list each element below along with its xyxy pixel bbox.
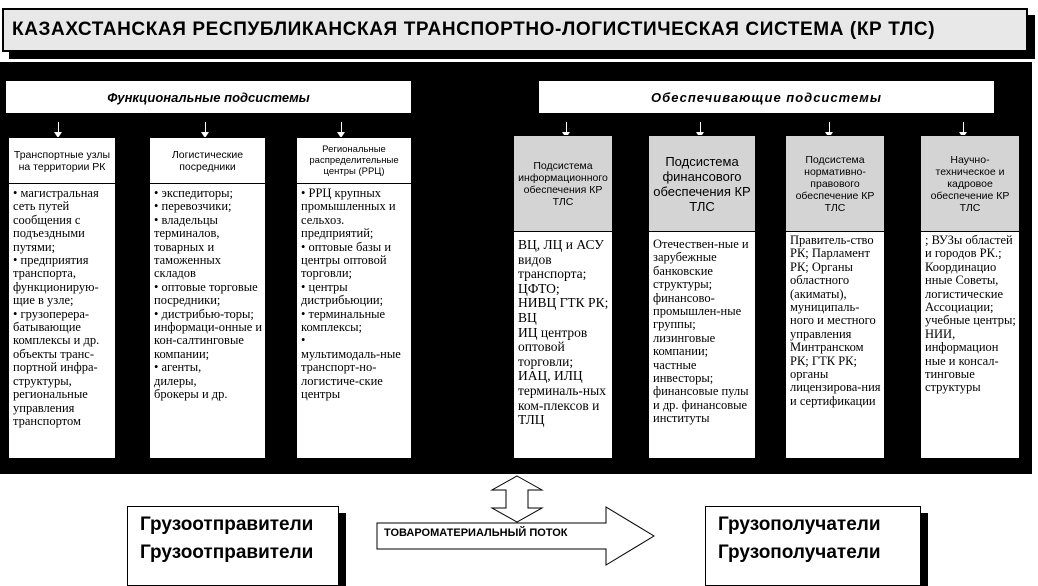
column-heading: Логистические посредники: [150, 138, 265, 184]
column-logistics-intermediaries: Логистические посредники • экспедиторы; …: [149, 137, 266, 459]
column-heading: Подсистема финансового обеспечения КР ТЛ…: [649, 136, 755, 232]
column-content: • РРЦ крупных промышленных и сельхоз. пр…: [301, 186, 401, 402]
column-information-support: Подсистема информационного обеспечения К…: [513, 135, 613, 459]
shippers-label: Грузоотправители: [140, 514, 314, 535]
connector-arrow-icon: [562, 122, 570, 138]
bidirectional-arrow-icon: [414, 91, 536, 101]
connector-arrow-icon: [825, 122, 833, 138]
consignees-box: Грузополучатели Грузополучатели: [705, 506, 921, 586]
column-content: • экспедиторы; • перевозчики; • владельц…: [154, 186, 263, 402]
connector-arrow-icon: [337, 122, 345, 138]
supporting-subsystems-header: Обеспечивающие подсистемы: [538, 80, 995, 114]
consignees-label-repeat: Грузополучатели: [718, 542, 881, 563]
column-heading: Научно-техническое и кадровое обеспечени…: [921, 136, 1019, 232]
functional-subsystems-header: Функциональные подсистемы: [5, 80, 412, 114]
functional-subsystems-label: Функциональные подсистемы: [107, 89, 310, 105]
column-regional-centers: Региональные распределительные центры (Р…: [296, 137, 412, 459]
connector-arrow-icon: [959, 122, 967, 138]
column-content: • магистральная сеть путей сообщения с п…: [13, 186, 100, 428]
consignees-label: Грузополучатели: [718, 514, 881, 535]
column-legal-support: Подсистема нормативно-правового обеспече…: [785, 135, 885, 459]
column-content: ВЦ, ЛЦ и АСУ видов транспорта; ЦФТО; НИВ…: [518, 237, 609, 428]
connector-arrow-icon: [54, 122, 62, 138]
material-flow-arrow-icon: [376, 506, 655, 566]
column-heading: Региональные распределительные центры (Р…: [297, 138, 411, 184]
connector-arrow-icon: [201, 122, 209, 138]
supporting-subsystems-label: Обеспечивающие подсистемы: [651, 89, 882, 105]
connector-arrow-icon: [696, 122, 704, 138]
column-heading: Подсистема нормативно-правового обеспече…: [786, 136, 884, 232]
column-heading: Подсистема информационного обеспечения К…: [514, 136, 612, 232]
column-transport-nodes: Транспортные узлы на территории РК • маг…: [8, 137, 116, 459]
column-heading: Транспортные узлы на территории РК: [9, 138, 115, 184]
material-flow-label: ТОВАРОМАТЕРИАЛЬНЫЙ ПОТОК: [384, 527, 568, 539]
column-scientific-personnel-support: Научно-техническое и кадровое обеспечени…: [920, 135, 1020, 459]
system-title: КАЗАХСТАНСКАЯ РЕСПУБЛИКАНСКАЯ ТРАНСПОРТН…: [2, 8, 1028, 52]
vertical-double-arrow-icon: [490, 475, 544, 523]
shippers-label-repeat: Грузоотправители: [140, 542, 314, 563]
column-content: Правитель-ство РК; Парламент РК; Органы …: [790, 233, 881, 408]
column-content: Отечествен-ные и зарубежные банковские с…: [653, 237, 749, 426]
shippers-box: Грузоотправители Грузоотправители: [127, 506, 339, 586]
column-financial-support: Подсистема финансового обеспечения КР ТЛ…: [648, 135, 756, 459]
column-content: ; ВУЗы областей и городов РК.; Координац…: [925, 233, 1016, 395]
